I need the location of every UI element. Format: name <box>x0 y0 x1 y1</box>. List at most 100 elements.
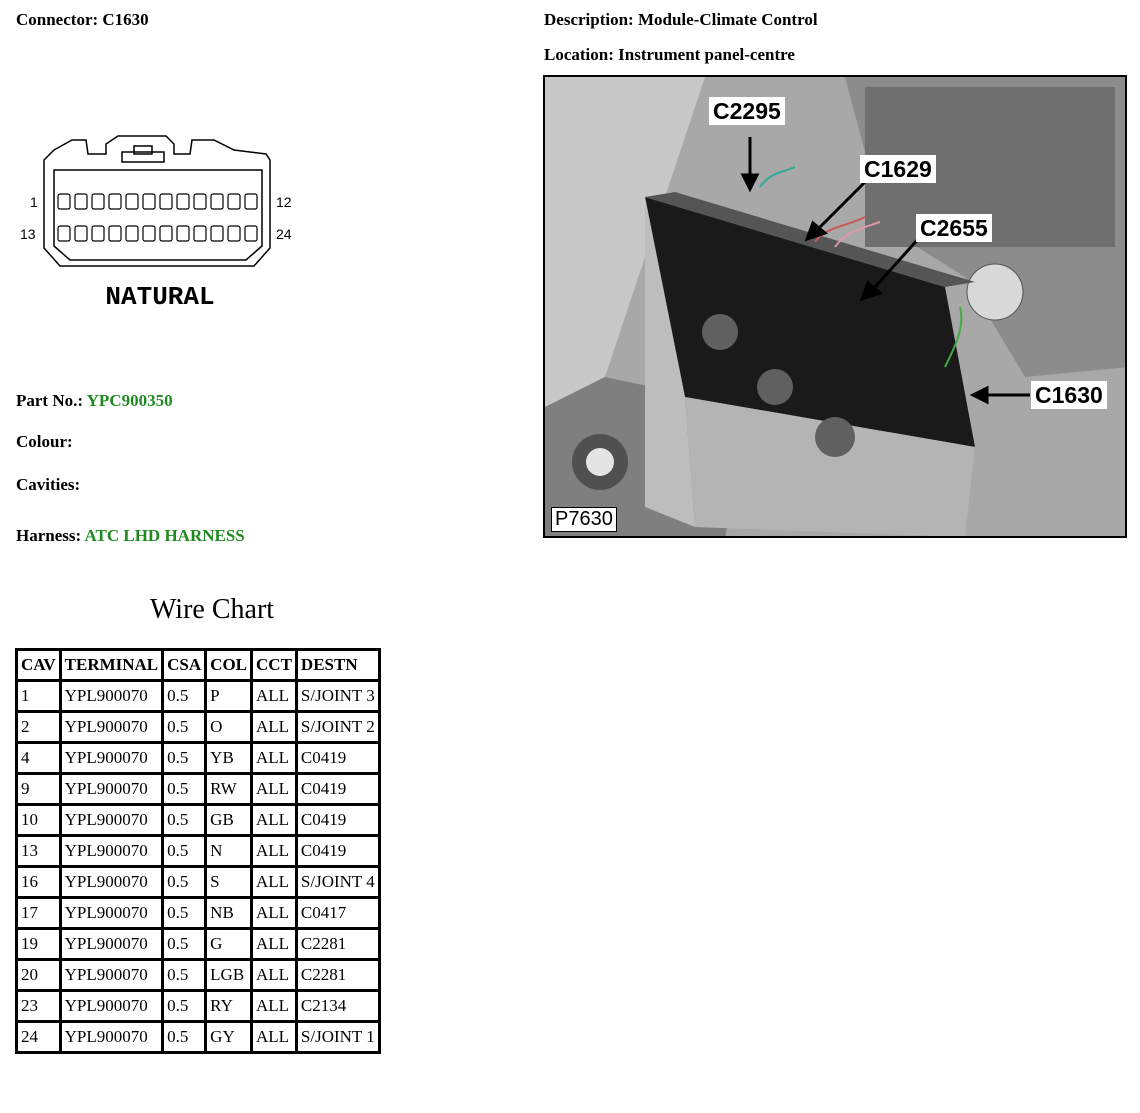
table-cell: S/JOINT 3 <box>297 682 378 710</box>
pin-cavity <box>108 193 122 210</box>
table-cell: 16 <box>18 868 59 896</box>
table-cell: YPL900070 <box>61 713 162 741</box>
table-cell: LGB <box>207 961 251 989</box>
pin-cavity <box>57 225 71 242</box>
table-cell: 0.5 <box>164 806 205 834</box>
table-cell: 0.5 <box>164 1023 205 1051</box>
table-cell: C0417 <box>297 899 378 927</box>
pin-cavity <box>91 225 105 242</box>
wire-chart-title: Wire Chart <box>150 594 275 625</box>
pin-cavity <box>176 193 190 210</box>
harness-label: Harness: <box>16 526 82 545</box>
table-cell: P <box>207 682 251 710</box>
table-cell: 20 <box>18 961 59 989</box>
table-cell: YPL900070 <box>61 930 162 958</box>
table-cell: RW <box>207 775 251 803</box>
table-cell: 1 <box>18 682 59 710</box>
pin-cavity <box>125 193 139 210</box>
table-cell: ALL <box>253 806 295 834</box>
table-cell: ALL <box>253 868 295 896</box>
table-cell: O <box>207 713 251 741</box>
table-cell: 0.5 <box>164 744 205 772</box>
table-cell: 0.5 <box>164 713 205 741</box>
connector-label: Connector: <box>16 10 99 29</box>
pin-cavity <box>159 225 173 242</box>
pin-cavity <box>210 193 224 210</box>
pin-label-13: 13 <box>20 226 36 242</box>
pin-cavity <box>125 225 139 242</box>
table-cell: ALL <box>253 682 295 710</box>
table-cell: S/JOINT 1 <box>297 1023 378 1051</box>
table-cell: YPL900070 <box>61 744 162 772</box>
column-header: COL <box>207 651 251 679</box>
pin-cavity <box>244 225 258 242</box>
table-cell: YPL900070 <box>61 837 162 865</box>
table-cell: S/JOINT 4 <box>297 868 378 896</box>
table-cell: 19 <box>18 930 59 958</box>
pin-cavity <box>193 225 207 242</box>
cavities-label: Cavities: <box>16 475 81 494</box>
location-heading: Location: Instrument panel-centre <box>544 45 795 65</box>
pin-cavity <box>244 193 258 210</box>
part-label: Part No.: <box>16 391 84 410</box>
table-cell: YPL900070 <box>61 1023 162 1051</box>
table-cell: 23 <box>18 992 59 1020</box>
description-label: Description: <box>544 10 634 29</box>
table-cell: ALL <box>253 837 295 865</box>
table-cell: ALL <box>253 992 295 1020</box>
pin-cavity <box>57 193 71 210</box>
table-cell: C0419 <box>297 744 378 772</box>
pin-label-12: 12 <box>276 194 292 210</box>
column-header: DESTN <box>297 651 378 679</box>
table-cell: 24 <box>18 1023 59 1051</box>
location-value: Instrument panel-centre <box>618 45 795 64</box>
table-cell: 13 <box>18 837 59 865</box>
table-cell: C2281 <box>297 930 378 958</box>
table-cell: 0.5 <box>164 930 205 958</box>
connector-heading: Connector: C1630 <box>16 10 149 30</box>
table-cell: YPL900070 <box>61 899 162 927</box>
callout-c1630: C1630 <box>1031 381 1107 409</box>
table-cell: C2134 <box>297 992 378 1020</box>
table-cell: GY <box>207 1023 251 1051</box>
pin-cavity <box>91 193 105 210</box>
pin-cavity <box>74 225 88 242</box>
connector-value: C1630 <box>102 10 149 29</box>
table-cell: S/JOINT 2 <box>297 713 378 741</box>
pin-cavity <box>142 193 156 210</box>
callout-c1629: C1629 <box>860 155 936 183</box>
table-cell: C0419 <box>297 837 378 865</box>
description-value: Module-Climate Control <box>637 10 818 29</box>
table-cell: 9 <box>18 775 59 803</box>
table-cell: ALL <box>253 744 295 772</box>
table-cell: C2281 <box>297 961 378 989</box>
part-value: YPC900350 <box>86 391 173 410</box>
table-cell: ALL <box>253 1023 295 1051</box>
column-header: CAV <box>18 651 59 679</box>
pin-cavity <box>108 225 122 242</box>
table-cell: N <box>207 837 251 865</box>
table-cell: ALL <box>253 961 295 989</box>
location-photo: C2295 C1629 C2655 C1630 P7630 <box>543 75 1127 538</box>
harness: Harness: ATC LHD HARNESS <box>16 526 245 546</box>
table-cell: NB <box>207 899 251 927</box>
table-cell: YB <box>207 744 251 772</box>
pin-cavity <box>74 193 88 210</box>
table-cell: C0419 <box>297 775 378 803</box>
connector-colour-text: NATURAL <box>105 282 214 312</box>
table-cell: YPL900070 <box>61 682 162 710</box>
table-cell: GB <box>207 806 251 834</box>
pin-cavity <box>227 193 241 210</box>
pin-label-1: 1 <box>30 194 38 210</box>
table-cell: 10 <box>18 806 59 834</box>
